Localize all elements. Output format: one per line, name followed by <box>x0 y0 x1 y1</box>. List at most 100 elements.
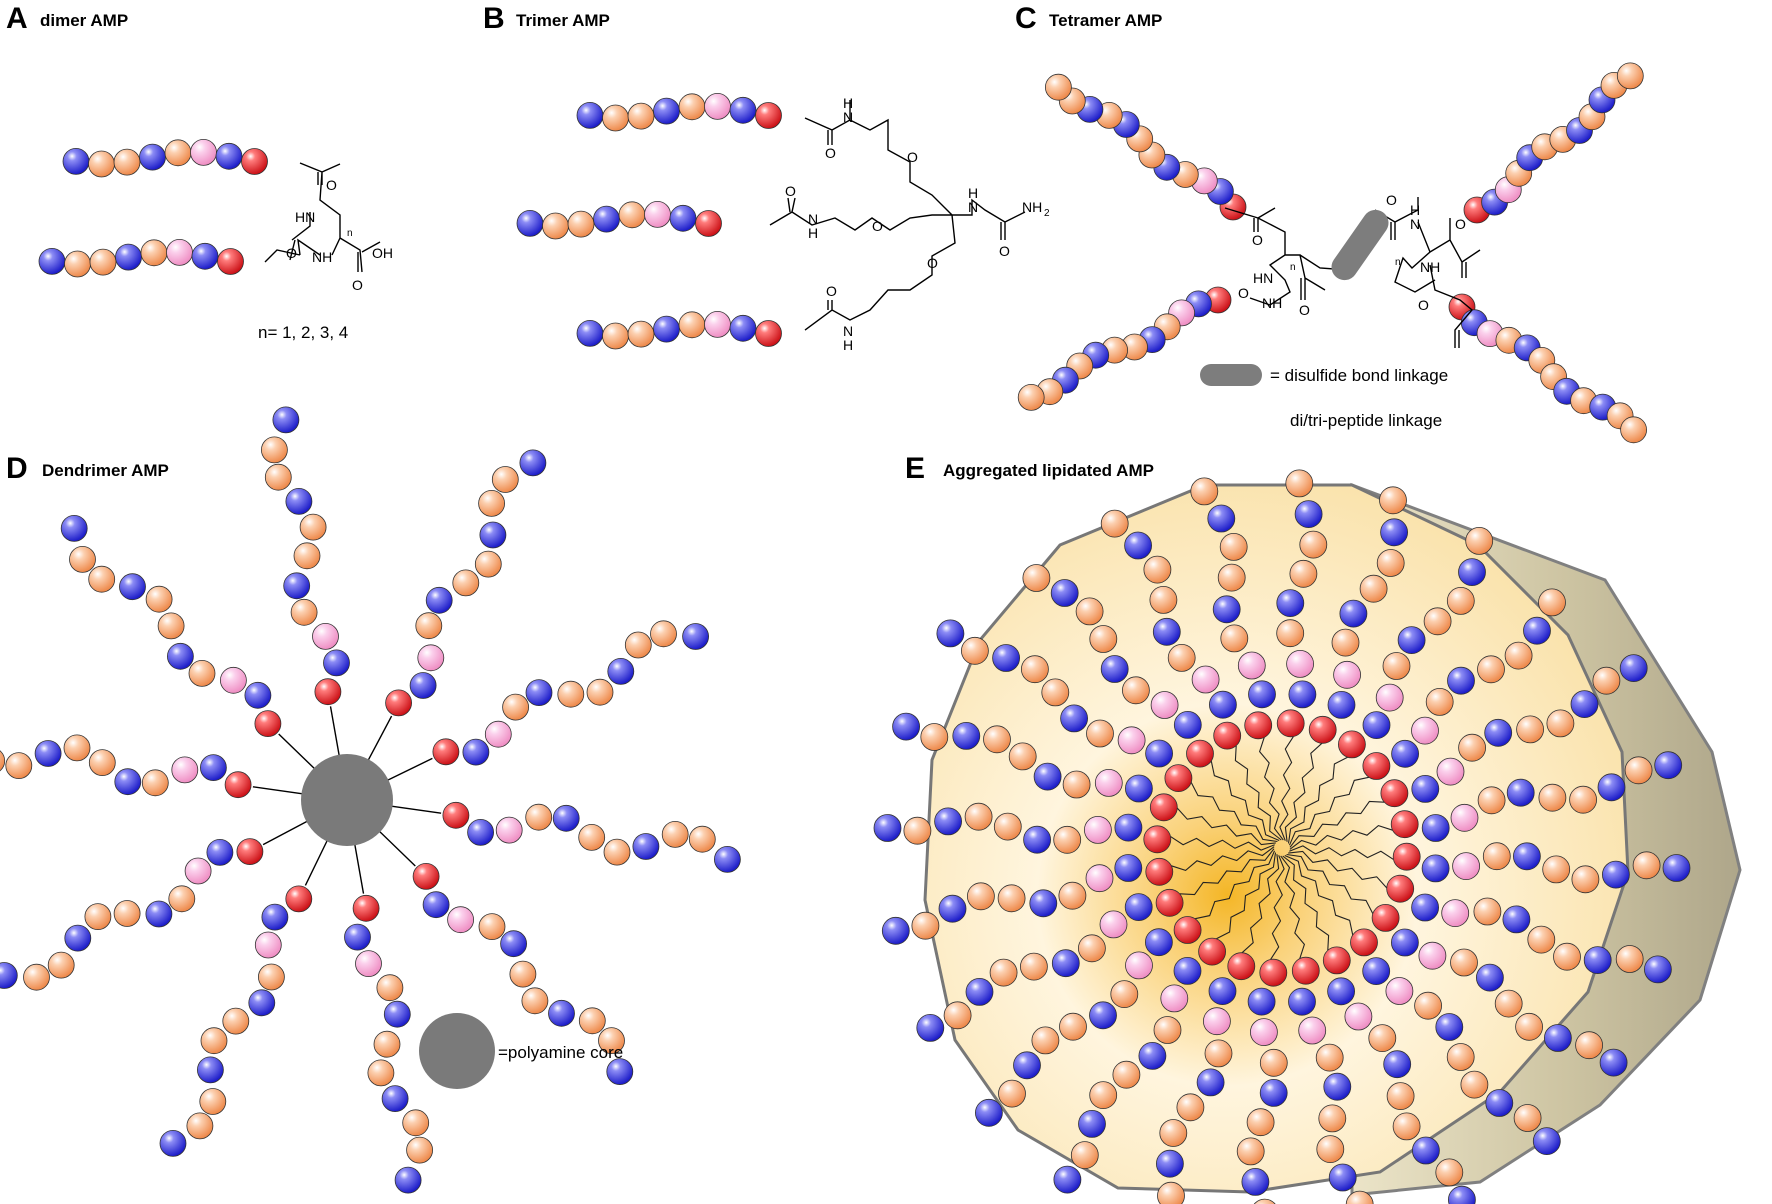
residue-bead-blue <box>1196 1068 1225 1097</box>
residue-bead-orange <box>688 825 716 853</box>
residue-bead-blue <box>119 573 146 601</box>
residue-bead-orange <box>373 1030 401 1058</box>
residue-bead-pink <box>1250 1018 1278 1046</box>
residue-bead-orange <box>1017 383 1045 411</box>
residue-bead-orange <box>5 752 33 779</box>
residue-bead-orange <box>290 598 318 626</box>
residue-bead-blue <box>1411 775 1440 803</box>
dendrimer-peptide-chains <box>0 406 741 1194</box>
lipid-tails <box>1170 736 1394 960</box>
residue-bead-orange <box>1167 644 1196 672</box>
lipid-tail <box>1288 776 1370 846</box>
residue-bead-red <box>442 801 470 829</box>
dimer-linker-structure: O HN n OH O NH O <box>264 162 393 293</box>
residue-bead-orange <box>402 1109 430 1137</box>
residue-bead-orange <box>1592 666 1621 695</box>
residue-bead-orange <box>1379 486 1407 515</box>
residue-bead-orange <box>0 750 6 772</box>
residue-bead-orange <box>452 569 480 597</box>
residue-bead-orange <box>509 960 537 988</box>
panel-d-dendrimer: =polyamine core <box>0 406 741 1194</box>
residue-bead-orange <box>1008 742 1037 771</box>
residue-bead-blue <box>873 814 902 842</box>
residue-bead-orange <box>1110 980 1139 1008</box>
residue-bead-orange <box>678 93 706 121</box>
residue-bead-blue <box>34 740 62 767</box>
residue-bead-orange <box>567 210 595 238</box>
residue-bead-orange <box>1620 416 1647 444</box>
residue-bead-orange <box>911 911 940 940</box>
residue-bead-blue <box>64 924 92 952</box>
residue-bead-pink <box>1436 757 1465 786</box>
trimer-peptide-chains <box>516 93 782 350</box>
chem-n: N <box>968 199 978 215</box>
panel-b-header: B Trimer AMP <box>483 2 610 35</box>
residue-bead-blue <box>1327 691 1356 719</box>
residue-bead-blue <box>1513 842 1541 871</box>
lipid-tail <box>1210 760 1280 842</box>
chem-oh: OH <box>372 245 393 261</box>
chem-n: N <box>808 211 818 227</box>
residue-bead-blue <box>344 923 371 951</box>
residue-bead-red <box>412 863 440 890</box>
residue-bead-blue <box>1654 751 1683 780</box>
residue-bead-orange <box>113 900 141 927</box>
dendrimer-linker-bond <box>304 839 329 886</box>
residue-bead-orange <box>903 816 932 845</box>
lipid-tail <box>1176 807 1276 846</box>
panel-c-header: C Tetramer AMP <box>1015 2 1162 35</box>
chem-h: H <box>843 337 853 353</box>
residue-bead-orange <box>1527 925 1556 954</box>
residue-bead-blue <box>1033 762 1062 791</box>
residue-bead-pink <box>704 310 731 338</box>
chem-o: O <box>927 255 938 271</box>
residue-bead-blue <box>1207 504 1236 533</box>
residue-bead-orange <box>1482 842 1511 871</box>
residue-bead-pink <box>1203 1007 1231 1036</box>
lipid-tail <box>1288 850 1388 889</box>
residue-bead-orange <box>222 1007 250 1035</box>
residue-bead-orange <box>478 489 506 517</box>
residue-bead-blue <box>1152 617 1181 646</box>
residue-bead-blue <box>467 819 495 846</box>
panel-e-header: E Aggregated lipidated AMP <box>905 452 1154 485</box>
residue-bead-orange <box>1253 1198 1276 1204</box>
residue-bead-blue <box>952 722 981 750</box>
residue-bead-red <box>1386 874 1415 903</box>
residue-bead-orange <box>1236 1137 1265 1166</box>
dendrimer-linker-bond <box>367 715 393 762</box>
residue-bead-orange <box>1062 770 1091 799</box>
residue-bead-pink <box>355 950 382 977</box>
residue-bead-pink <box>1411 716 1439 745</box>
residue-bead-orange <box>1435 1158 1464 1187</box>
residue-bead-red <box>236 838 264 865</box>
residue-bead-orange <box>1504 641 1533 670</box>
residue-bead-blue <box>1114 813 1143 842</box>
residue-bead-blue <box>1294 500 1323 528</box>
residue-bead-blue <box>1050 579 1079 607</box>
residue-bead-blue <box>576 102 604 129</box>
residue-bead-pink <box>312 623 339 650</box>
residue-bead-orange <box>1359 574 1388 603</box>
chem-o: O <box>1455 216 1466 232</box>
residue-bead-blue <box>159 1130 187 1157</box>
residue-bead-orange <box>264 463 292 491</box>
residue-bead-orange <box>1513 1104 1542 1132</box>
residue-bead-orange <box>557 680 585 708</box>
micelle-peptide-chains <box>873 469 1691 1204</box>
chem-o: O <box>1418 297 1429 313</box>
chem-o: O <box>907 149 918 165</box>
residue-bead-blue <box>1013 1051 1041 1080</box>
residue-bead-blue <box>1506 778 1535 807</box>
residue-bead-red <box>1308 715 1337 744</box>
residue-bead-blue <box>653 97 680 125</box>
residue-bead-blue <box>1383 1050 1412 1079</box>
chem-o: O <box>352 277 363 293</box>
residue-bead-pink <box>171 756 199 784</box>
chem-two-sub: 2 <box>1044 208 1050 219</box>
residue-bead-blue <box>394 1166 422 1194</box>
residue-bead-blue <box>272 406 300 434</box>
residue-bead-blue <box>1053 1165 1082 1194</box>
residue-bead-orange <box>1246 1108 1275 1137</box>
chem-o: O <box>999 243 1010 259</box>
